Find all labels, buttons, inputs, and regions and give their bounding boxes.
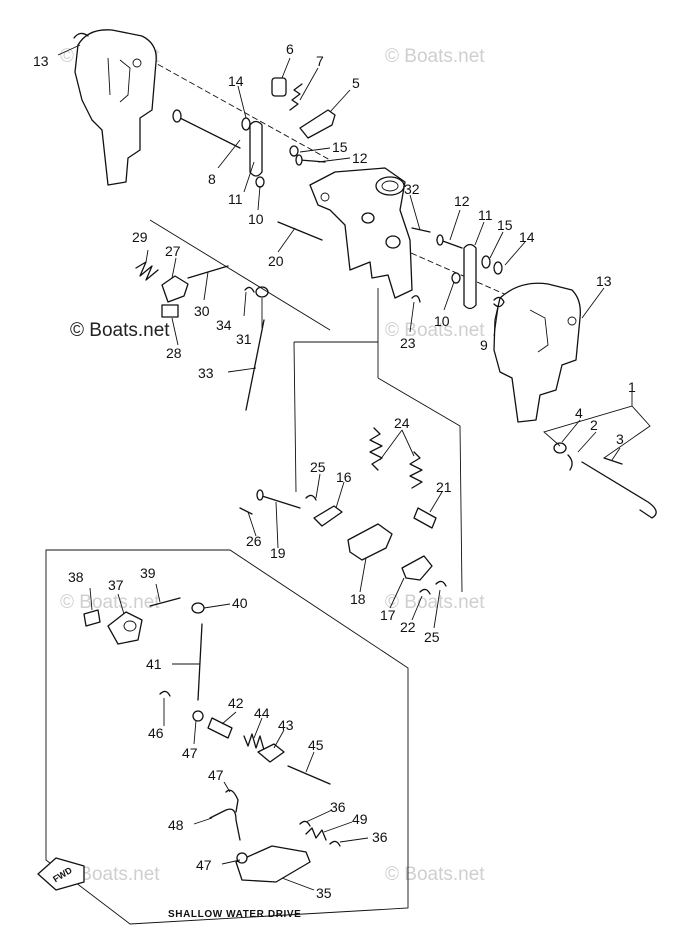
- upper-assembly: [73, 29, 657, 519]
- part-number: 2: [590, 417, 598, 433]
- part-number: 34: [216, 317, 232, 333]
- part-number: 4: [575, 405, 583, 421]
- middle-assembly: [239, 427, 447, 629]
- shaft: [261, 495, 301, 509]
- watermark: © Boats.net: [385, 864, 485, 885]
- part-number: 11: [478, 207, 493, 223]
- part-number: 43: [278, 717, 294, 733]
- part-number: 12: [454, 193, 470, 209]
- watermark: © Boats.net: [60, 864, 160, 885]
- part-number: 26: [246, 533, 262, 549]
- part-number: 33: [198, 365, 214, 381]
- part-number: 31: [236, 331, 252, 347]
- spring: [369, 427, 383, 471]
- part-labels: 13 6 7 5 14 15 12 8 11 10 32 12 11 15 14…: [33, 41, 636, 901]
- part-number: 47: [182, 745, 198, 761]
- part-number: 41: [146, 656, 162, 672]
- part-number: 40: [232, 595, 248, 611]
- part-number: 14: [228, 73, 244, 89]
- part-number: 37: [108, 577, 124, 593]
- part-number: 30: [194, 303, 210, 319]
- lever: [299, 109, 336, 139]
- link-plate: [249, 120, 263, 177]
- part-number: 48: [168, 817, 184, 833]
- part-number: 42: [228, 695, 244, 711]
- part-number: 10: [434, 313, 450, 329]
- part-number: 45: [308, 737, 324, 753]
- part-number: 9: [480, 337, 488, 353]
- shallow-drive-plate: [235, 845, 311, 883]
- spring: [305, 827, 327, 841]
- part-number: 11: [228, 191, 243, 207]
- part-number: 5: [352, 75, 360, 91]
- part-number: 25: [424, 629, 440, 645]
- link-plate: [463, 243, 477, 310]
- leader-lines: [57, 44, 651, 593]
- part-number: 8: [208, 171, 216, 187]
- tilt-lever-rod: [581, 461, 657, 519]
- long-bolt: [177, 116, 241, 149]
- right-clamp-bracket: [493, 282, 581, 423]
- part-number: 1: [628, 379, 636, 395]
- part-number: 13: [33, 53, 49, 69]
- part-number: 20: [268, 253, 284, 269]
- part-number: 10: [248, 211, 264, 227]
- spring: [409, 451, 423, 489]
- part-number: 36: [372, 829, 388, 845]
- part-number: 21: [436, 479, 452, 495]
- watermark: © Boats.net: [385, 592, 485, 613]
- part-number: 7: [316, 53, 324, 69]
- swivel-housing: [309, 167, 413, 299]
- part-number: 19: [270, 545, 286, 561]
- part-number: 16: [336, 469, 352, 485]
- part-number: 35: [316, 885, 332, 901]
- part-number: 24: [394, 415, 410, 431]
- part-number: 17: [380, 607, 396, 623]
- part-number: 3: [616, 431, 624, 447]
- watermarks: © Boats.net © Boats.net © Boats.net © Bo…: [60, 46, 485, 885]
- part-number: 47: [208, 767, 224, 783]
- part-number: 22: [400, 619, 416, 635]
- part-number: 18: [350, 591, 366, 607]
- part-number: 13: [596, 273, 612, 289]
- forward-arrow: FWD: [37, 857, 85, 891]
- link-rod: [245, 319, 265, 411]
- part-number: 49: [352, 811, 368, 827]
- spring: [243, 733, 265, 751]
- part-number: 47: [196, 857, 212, 873]
- part-number: 14: [519, 229, 535, 245]
- part-number: 27: [165, 243, 181, 259]
- plate: [347, 523, 393, 561]
- part-number: 36: [330, 799, 346, 815]
- part-number: 15: [497, 217, 513, 233]
- part-number: 32: [404, 181, 420, 197]
- part-number: 28: [166, 345, 182, 361]
- diagram-caption: SHALLOW WATER DRIVE: [168, 909, 301, 920]
- watermark: © Boats.net: [70, 320, 170, 341]
- part-number: 46: [148, 725, 164, 741]
- watermark: © Boats.net: [385, 320, 485, 341]
- part-number: 23: [400, 335, 416, 351]
- part-number: 15: [332, 139, 348, 155]
- shallow-water-drive-box: [45, 549, 409, 925]
- left-clamp-bracket: [74, 29, 157, 186]
- watermark: © Boats.net: [385, 46, 485, 67]
- spring: [289, 83, 303, 111]
- part-number: 25: [310, 459, 326, 475]
- link-rod: [197, 623, 203, 701]
- part-number: 44: [254, 705, 270, 721]
- rod: [277, 221, 323, 241]
- part-number: 39: [140, 565, 156, 581]
- part-number: 6: [286, 41, 294, 57]
- watermark: © Boats.net: [60, 592, 160, 613]
- cap: [271, 77, 287, 97]
- part-number: 29: [132, 229, 148, 245]
- part-number: 38: [68, 569, 84, 585]
- part-number: 12: [352, 150, 368, 166]
- spring: [135, 261, 159, 281]
